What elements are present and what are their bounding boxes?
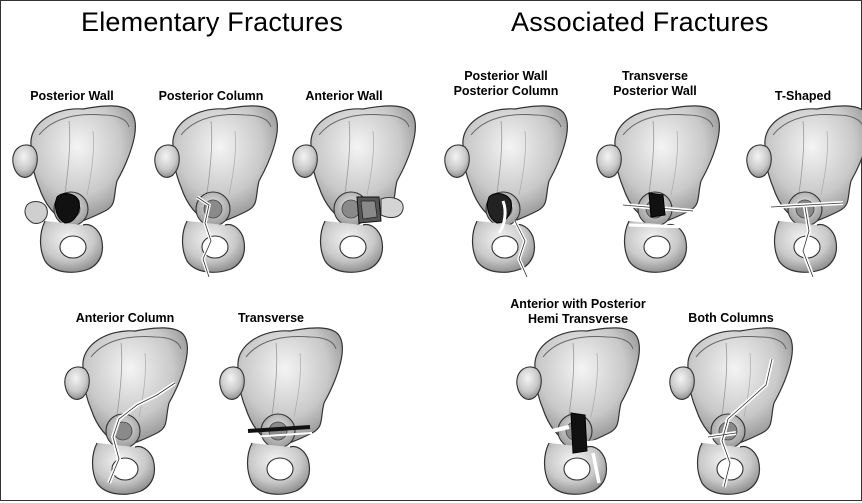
- pelvis-transverse: [216, 323, 346, 503]
- pelvis-anterior-posterior-hemi-transverse: [513, 323, 643, 503]
- pelvis-t-shaped: [743, 101, 862, 281]
- label-line-2: Posterior Wall: [613, 84, 697, 99]
- label-transverse-posterior-wall: Transverse Posterior Wall: [613, 69, 697, 99]
- label-line-1: Transverse: [613, 69, 697, 84]
- heading-elementary-fractures: Elementary Fractures: [81, 7, 343, 38]
- pelvis-transverse-posterior-wall: [593, 101, 723, 281]
- fracture-fragment: [649, 193, 665, 217]
- label-line-1: Anterior with Posterior: [510, 297, 645, 312]
- pelvis-posterior-column: [151, 101, 281, 281]
- heading-associated-fractures: Associated Fractures: [511, 7, 769, 38]
- pelvis-anterior-wall: [289, 101, 419, 281]
- pelvis-posterior-wall-posterior-column: [441, 101, 571, 281]
- label-line-2: Posterior Column: [454, 84, 559, 99]
- pelvis-both-columns: [666, 323, 796, 503]
- label-posterior-wall-posterior-column: Posterior Wall Posterior Column: [454, 69, 559, 99]
- pelvis-posterior-wall: [9, 101, 139, 281]
- fracture-fragment: [571, 413, 587, 453]
- pelvis-anterior-column: [61, 323, 191, 503]
- label-line-1: Posterior Wall: [454, 69, 559, 84]
